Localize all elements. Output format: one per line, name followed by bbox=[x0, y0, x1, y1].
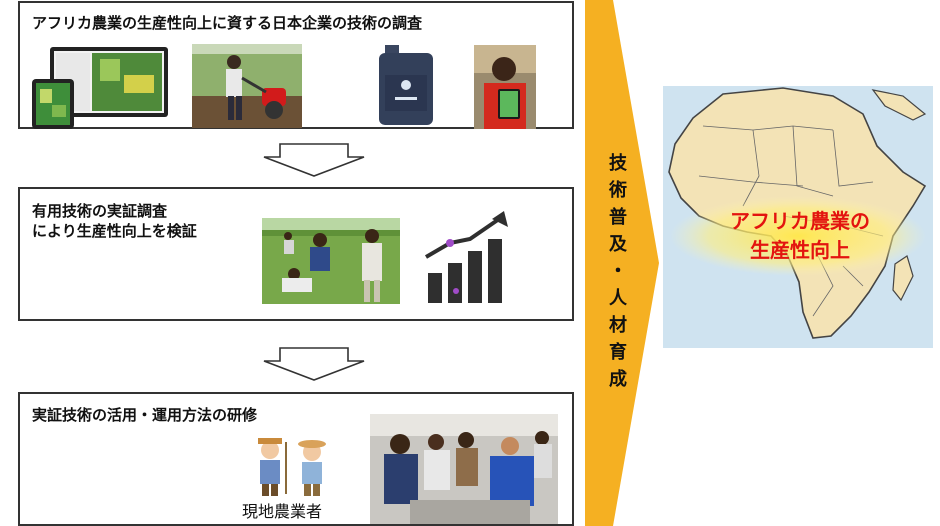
tiller-photo-icon bbox=[192, 44, 302, 128]
side-band-char: ・ bbox=[609, 261, 627, 282]
side-band-char: 普 bbox=[609, 207, 627, 228]
side-band-arrow bbox=[585, 0, 659, 526]
down-arrow-icon bbox=[263, 143, 365, 177]
step-2-title-line1: 有用技術の実証調査 bbox=[32, 202, 168, 220]
growth-chart-icon bbox=[424, 211, 508, 303]
step-2-box: 有用技術の実証調査 により生産性向上を検証 bbox=[18, 187, 574, 321]
step-3-box: 実証技術の活用・運用方法の研修 現地農業者 bbox=[18, 392, 574, 526]
step-3-title: 実証技術の活用・運用方法の研修 bbox=[32, 406, 258, 424]
step-2-title-line2: により生産性向上を検証 bbox=[32, 222, 197, 240]
side-band-char: 成 bbox=[609, 369, 627, 390]
field-survey-photo-icon bbox=[262, 218, 400, 304]
step-1-box: アフリカ農業の生産性向上に資する日本企業の技術の調査 bbox=[18, 1, 574, 129]
side-band-char: 技 bbox=[609, 153, 627, 174]
tablet-app-icon bbox=[32, 47, 168, 129]
down-arrow-icon bbox=[263, 347, 365, 381]
training-photo-icon bbox=[370, 414, 558, 524]
farmer-tablet-photo-icon bbox=[474, 45, 536, 129]
farmers-illustration-icon bbox=[258, 438, 326, 496]
fertilizer-tank-icon bbox=[379, 45, 433, 125]
side-band-char: 人 bbox=[609, 288, 627, 309]
step-1-title: アフリカ農業の生産性向上に資する日本企業の技術の調査 bbox=[32, 14, 423, 32]
farmers-label: 現地農業者 bbox=[242, 502, 323, 521]
map-caption-line1: アフリカ農業の bbox=[730, 209, 870, 233]
map-caption-line2: 生産性向上 bbox=[750, 238, 850, 262]
side-band-char: 育 bbox=[609, 342, 627, 363]
side-band-char: 及 bbox=[609, 234, 627, 255]
africa-map-icon bbox=[663, 86, 933, 348]
side-band-char: 術 bbox=[609, 180, 627, 201]
side-band-char: 材 bbox=[609, 315, 627, 336]
